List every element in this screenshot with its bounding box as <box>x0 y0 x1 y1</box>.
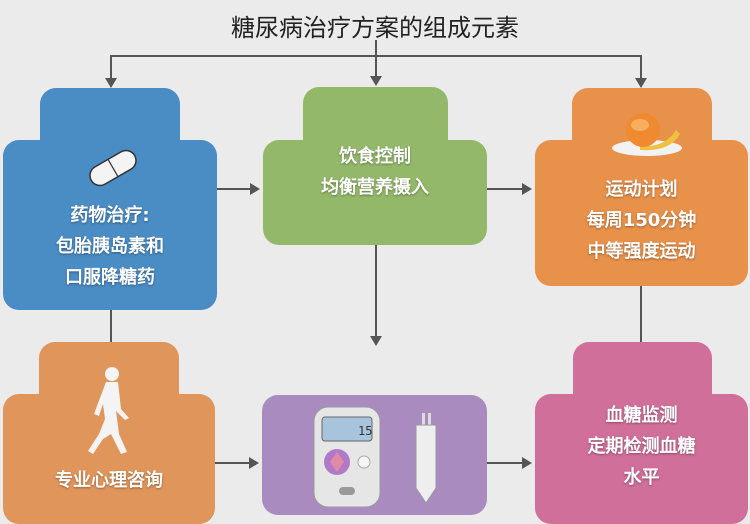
meter-reading: 15 <box>358 424 372 438</box>
exercise-line-1: 运动计划 <box>605 179 678 200</box>
diet-line-1: 饮食控制 <box>339 146 411 167</box>
glucose-meter-icon: 15 <box>313 407 381 507</box>
psych-box: 专业心理咨询 <box>3 342 215 524</box>
medication-line-1: 药物治疗: <box>70 205 150 226</box>
diet-box: 饮食控制 均衡营养摄入 <box>263 87 487 245</box>
medication-line-2: 包胎胰岛素和 <box>56 236 164 257</box>
device-box: 15 <box>262 395 487 515</box>
medication-line-3: 口服降糖药 <box>65 267 155 288</box>
diet-line-2: 均衡营养摄入 <box>321 177 429 198</box>
monitoring-box: 血糖监测 定期检测血糖 水平 <box>535 342 748 524</box>
pill-icon <box>89 149 137 187</box>
monitoring-line-1: 血糖监测 <box>605 405 678 426</box>
monitoring-line-3: 水平 <box>623 467 660 488</box>
medication-box: 药物治疗: 包胎胰岛素和 口服降糖药 <box>3 88 217 310</box>
exercise-box: 运动计划 每周150分钟 中等强度运动 <box>535 88 748 286</box>
fruit-plate-icon <box>612 113 682 156</box>
exercise-line-3: 中等强度运动 <box>587 241 696 262</box>
runner-icon <box>88 367 129 454</box>
monitoring-line-2: 定期检测血糖 <box>587 436 696 457</box>
exercise-line-2: 每周150分钟 <box>586 210 697 231</box>
psych-line-1: 专业心理咨询 <box>55 470 163 491</box>
diagram-title: 糖尿病治疗方案的组成元素 <box>231 14 519 42</box>
lancet-icon <box>415 413 437 503</box>
